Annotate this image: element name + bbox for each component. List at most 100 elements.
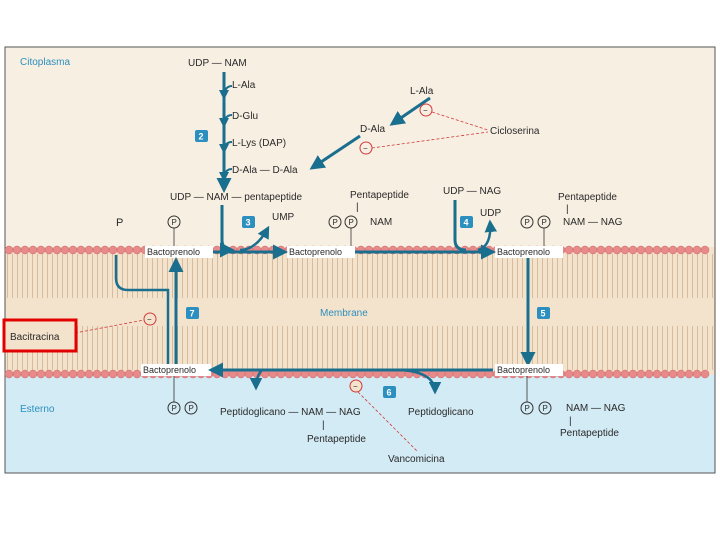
lipid-head-bead <box>13 246 21 254</box>
svg-text:5: 5 <box>541 309 546 319</box>
udp-nag-label: UDP — NAG <box>443 186 501 197</box>
lipid-head-bead <box>693 246 701 254</box>
lipid-head-bead <box>13 370 21 378</box>
nam-label: NAM <box>370 217 392 228</box>
lipid-head-bead <box>29 370 37 378</box>
lipid-head-bead <box>109 370 117 378</box>
lipid-head-bead <box>125 246 133 254</box>
lipid-head-bead <box>669 246 677 254</box>
lipid-head-bead <box>597 246 605 254</box>
lipid-head-bead <box>701 370 709 378</box>
lipid-head-bead <box>21 246 29 254</box>
lipid-head-bead <box>597 370 605 378</box>
svg-text:P: P <box>543 404 548 413</box>
pentapeptide-bottom-right-label: Pentapeptide <box>560 428 619 439</box>
svg-text:−: − <box>353 382 358 391</box>
lipid-head-bead <box>45 370 53 378</box>
lipid-head-bead <box>693 370 701 378</box>
lipid-head-bead <box>85 246 93 254</box>
lipid-head-bead <box>629 370 637 378</box>
svg-text:3: 3 <box>246 218 251 228</box>
lipid-head-bead <box>613 370 621 378</box>
d-ala-d-ala-label: D-Ala — D-Ala <box>232 165 298 176</box>
membrane-label: Membrane <box>320 308 368 319</box>
exterior-label: Esterno <box>20 404 55 415</box>
lipid-head-bead <box>581 246 589 254</box>
d-ala-label: D-Ala <box>360 124 385 135</box>
lipid-head-bead <box>61 246 69 254</box>
lipid-head-bead <box>37 370 45 378</box>
pentapeptide-bottom-right-pipe: | <box>569 416 572 427</box>
lipid-head-bead <box>573 246 581 254</box>
lipid-head-bead <box>53 370 61 378</box>
lipid-head-bead <box>69 370 77 378</box>
lipid-head-bead <box>653 370 661 378</box>
pentapeptide-bottom-label: Pentapeptide <box>307 434 366 445</box>
lipid-head-bead <box>37 246 45 254</box>
lipid-head-bead <box>677 370 685 378</box>
l-ala-2-label: L-Ala <box>410 86 434 97</box>
bactoprenolo-label-1: Bactoprenolo <box>147 247 200 257</box>
lipid-head-bead <box>93 246 101 254</box>
cicloserina-label: Cicloserina <box>490 126 540 137</box>
lipid-head-bead <box>101 246 109 254</box>
lipid-head-bead <box>133 370 141 378</box>
lipid-head-bead <box>605 246 613 254</box>
bacitracina-label: Bacitracina <box>10 332 60 343</box>
nam-nag-bottom-label: NAM — NAG <box>566 403 626 414</box>
step-badge-6: 6 <box>383 386 396 398</box>
lipid-head-bead <box>77 246 85 254</box>
bactoprenolo-label-2: Bactoprenolo <box>289 247 342 257</box>
udp-nam-pentapeptide-label: UDP — NAM — pentapeptide <box>170 192 303 203</box>
pentapeptide-top-pipe: | <box>356 202 359 213</box>
pentapeptide-top-label: Pentapeptide <box>350 190 409 201</box>
nam-nag-label: NAM — NAG <box>563 217 623 228</box>
svg-text:P: P <box>333 218 338 227</box>
svg-text:−: − <box>363 144 368 153</box>
lipid-head-bead <box>573 370 581 378</box>
lipid-head-bead <box>661 246 669 254</box>
lipid-head-bead <box>605 370 613 378</box>
svg-text:P: P <box>525 404 530 413</box>
lipid-head-bead <box>5 246 13 254</box>
lipid-head-bead <box>5 370 13 378</box>
lipid-head-bead <box>685 370 693 378</box>
lipid-head-bead <box>565 370 573 378</box>
d-glu-label: D-Glu <box>232 111 258 122</box>
svg-text:P: P <box>349 218 354 227</box>
membrane-lipids-lower <box>5 326 715 370</box>
step-badge-2: 2 <box>195 130 208 142</box>
lipid-head-bead <box>613 246 621 254</box>
lipid-head-bead <box>109 246 117 254</box>
l-ala-label: L-Ala <box>232 80 256 91</box>
lipid-head-bead <box>117 370 125 378</box>
svg-text:4: 4 <box>464 218 469 228</box>
lipid-head-bead <box>701 246 709 254</box>
lipid-head-bead <box>125 370 133 378</box>
lipid-head-bead <box>589 370 597 378</box>
lipid-head-bead <box>77 370 85 378</box>
lipid-head-bead <box>637 246 645 254</box>
lipid-head-bead <box>661 370 669 378</box>
pentapeptide-top2-label: Pentapeptide <box>558 192 617 203</box>
lipid-head-bead <box>677 246 685 254</box>
lipid-head-bead <box>621 246 629 254</box>
svg-text:P: P <box>172 404 177 413</box>
lipid-head-bead <box>69 246 77 254</box>
vancomicina-label: Vancomicina <box>388 454 445 465</box>
membrane-lipids-upper <box>5 254 715 298</box>
svg-text:2: 2 <box>199 132 204 142</box>
pentapeptide-bottom-pipe: | <box>322 420 325 431</box>
lipid-head-bead <box>93 370 101 378</box>
cytoplasm-label: Citoplasma <box>20 57 70 68</box>
bactoprenolo-label-4: Bactoprenolo <box>143 365 196 375</box>
svg-text:−: − <box>147 315 152 324</box>
svg-text:P: P <box>525 218 530 227</box>
vancomicina-inhibition: − <box>350 380 362 392</box>
step-badge-3: 3 <box>242 216 255 228</box>
peptidoglicano-label: Peptidoglicano <box>408 407 474 418</box>
svg-text:7: 7 <box>190 309 195 319</box>
svg-text:−: − <box>423 106 428 115</box>
svg-text:P: P <box>172 218 177 227</box>
lipid-head-bead <box>29 246 37 254</box>
